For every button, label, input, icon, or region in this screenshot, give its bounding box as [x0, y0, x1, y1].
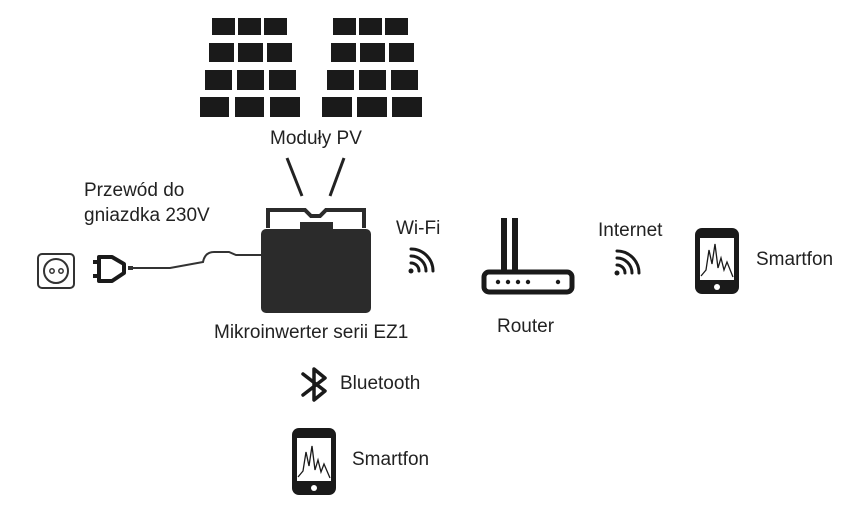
bluetooth-icon	[301, 367, 327, 402]
solar-panel-right-icon	[322, 18, 422, 117]
smartphone-remote-label: Smartfon	[756, 249, 834, 270]
router-label: Router	[497, 316, 555, 337]
pv-cable-left	[285, 157, 304, 197]
wifi-label: Wi-Fi	[396, 218, 441, 239]
cable-label-line1: Przewód do	[84, 180, 185, 201]
wifi-signal-icon	[408, 247, 435, 274]
solar-panel-left-icon	[200, 18, 300, 117]
smartphone-local-icon	[292, 428, 336, 495]
cable-label-line2: gniazdka 230V	[84, 205, 210, 226]
smartphone-local-label: Smartfon	[352, 449, 430, 470]
wall-socket-icon	[37, 253, 75, 289]
smartphone-remote-icon	[695, 228, 739, 294]
microinverter-icon	[261, 208, 371, 313]
plug-icon	[93, 255, 126, 283]
pv-modules-label: Moduły PV	[270, 128, 362, 149]
internet-label: Internet	[598, 220, 663, 241]
router-icon	[481, 218, 575, 295]
ac-cable	[128, 251, 261, 270]
pv-cable-right	[328, 157, 346, 197]
internet-signal-icon	[614, 249, 641, 276]
bluetooth-label: Bluetooth	[340, 373, 421, 394]
microinverter-label: Mikroinwerter serii EZ1	[214, 322, 409, 343]
